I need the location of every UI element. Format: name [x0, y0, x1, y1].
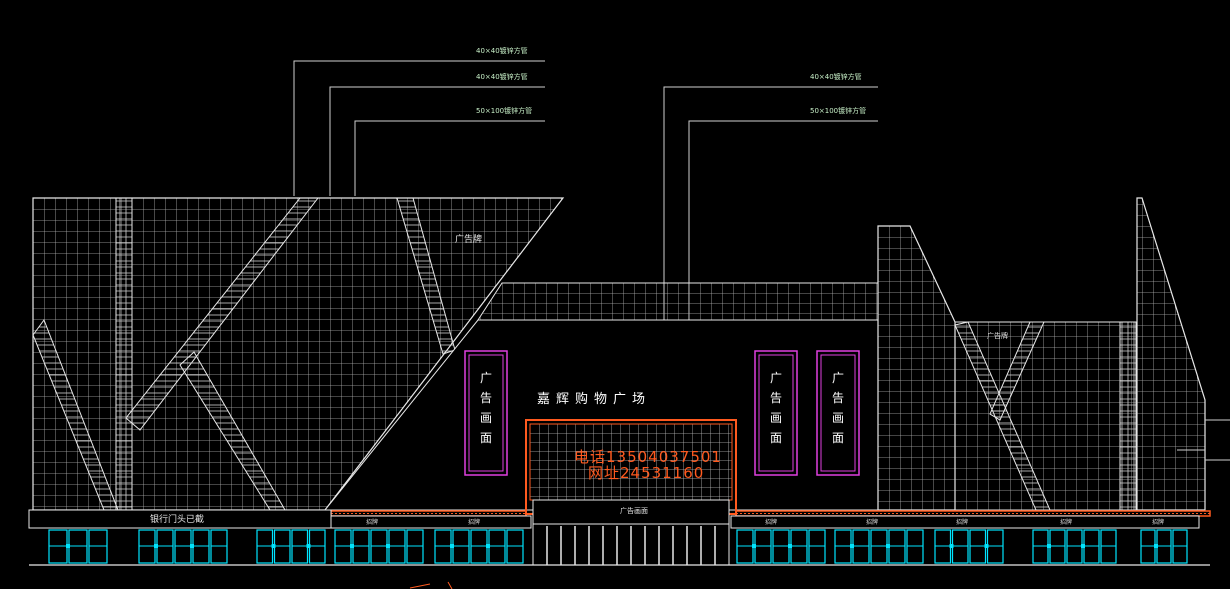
- ground-floor-band: 银行门头已截 招牌 招牌 招牌 招牌 招牌 招牌 招牌: [28, 509, 1210, 566]
- right-billboard-frame: 广告牌: [877, 197, 1230, 511]
- door-handle: [190, 544, 194, 548]
- storefront-sign-label: 招牌: [366, 518, 378, 526]
- storefront-window-bay: [138, 529, 228, 564]
- door-handle: [886, 544, 890, 548]
- door-handle: [949, 544, 954, 548]
- storefront-sign-label: 招牌: [866, 518, 878, 526]
- door-handle: [850, 544, 854, 548]
- callout-label-left-3: 50×100镀锌方管: [476, 106, 532, 115]
- storefront-sign-strip: [330, 510, 1211, 517]
- entrance-signboard: 电话13504037501 网址24531160 广告画面: [525, 419, 737, 525]
- website-number-text: 网址24531160: [588, 464, 704, 482]
- door-handle: [1081, 544, 1085, 548]
- door-handle: [154, 544, 158, 548]
- bank-sign-label: 银行门头已截: [150, 513, 204, 525]
- ad-panel-right: [816, 350, 860, 476]
- door-handle: [984, 544, 989, 548]
- storefront-window-bay: [834, 529, 924, 564]
- storefront-window-bay: [934, 529, 1004, 564]
- storefront-sign-label: 招牌: [956, 518, 968, 526]
- stray-annotation-mark: [409, 581, 453, 589]
- door-handle: [752, 544, 756, 548]
- storefront-sign-label: 招牌: [468, 518, 480, 526]
- storefront-sign-label: 招牌: [765, 518, 777, 526]
- callout-label-left-2: 40×40镀锌方管: [476, 72, 528, 81]
- billboard-label-left: 广告牌: [455, 233, 482, 245]
- door-handle: [350, 544, 354, 548]
- callout-label-right-2: 50×100镀锌方管: [810, 106, 866, 115]
- door-handle: [386, 544, 390, 548]
- callout-leaders-right: [663, 86, 878, 320]
- left-billboard-frame: 广告牌: [32, 197, 565, 511]
- door-handle: [271, 544, 276, 548]
- storefront-window-bay: [736, 529, 826, 564]
- callout-label-right-1: 40×40镀锌方管: [810, 72, 862, 81]
- billboard-label-right: 广告牌: [987, 331, 1008, 340]
- ad-panel-left: [464, 350, 508, 476]
- storefront-sign-label: 招牌: [1152, 518, 1164, 526]
- storefront-window-bay: [256, 529, 326, 564]
- storefront-window-bay: [1032, 529, 1117, 564]
- door-handle: [66, 544, 70, 548]
- storefront-window-bay: [1140, 529, 1188, 564]
- storefront-window-bay: [434, 529, 524, 564]
- mall-name-sign: 嘉辉购物广场: [537, 391, 651, 407]
- callout-leaders-left: [293, 60, 545, 196]
- storefront-sign-label: 招牌: [1060, 518, 1072, 526]
- door-handle: [450, 544, 454, 548]
- entrance-doors: [532, 523, 730, 566]
- door-handle: [1154, 544, 1158, 548]
- door-handle: [788, 544, 792, 548]
- storefront-windows: [48, 529, 1188, 564]
- storefront-window-bay: [48, 529, 108, 564]
- door-handle: [1047, 544, 1051, 548]
- phone-number-text: 电话13504037501: [574, 448, 722, 466]
- ad-panel-text-middle: 广告画面: [770, 371, 782, 445]
- entrance-ad-label: 广告画面: [620, 506, 648, 515]
- ad-panel-text-right: 广告画面: [832, 371, 844, 445]
- ad-panel-middle: [754, 350, 798, 476]
- storefront-window-bay: [334, 529, 424, 564]
- callout-label-left-1: 40×40镀锌方管: [476, 46, 528, 55]
- door-handle: [306, 544, 311, 548]
- door-handle: [486, 544, 490, 548]
- ad-panel-text-left: 广告画面: [480, 371, 492, 445]
